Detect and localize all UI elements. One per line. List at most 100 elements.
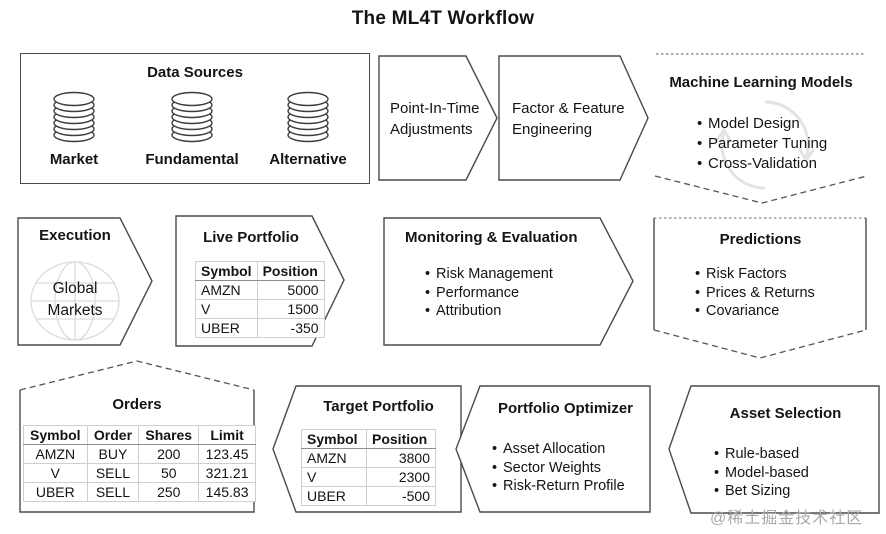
cell-position: -350 [256, 318, 325, 338]
table-row: V SELL 50 321.21 [23, 463, 256, 483]
table-row: AMZN 5000 [195, 280, 325, 300]
bullet-item: Bet Sizing [714, 482, 809, 501]
column-header: Symbol [195, 261, 258, 281]
database-icon [171, 91, 213, 143]
node-monitoring-evaluation: Monitoring & Evaluation Risk Management … [383, 217, 634, 346]
table-row: V 1500 [195, 299, 325, 319]
table-header-row: Symbol Position [301, 429, 436, 449]
data-source-label: Alternative [269, 151, 347, 168]
live-portfolio-title: Live Portfolio [203, 229, 299, 246]
data-source-alternative: Alternative [253, 90, 363, 168]
database-icon [287, 91, 329, 143]
node-portfolio-optimizer: Portfolio Optimizer Asset Allocation Sec… [455, 385, 651, 513]
database-icon [53, 91, 95, 143]
cell-limit: 123.45 [198, 444, 256, 464]
monitoring-title: Monitoring & Evaluation [405, 229, 578, 246]
globe-icon [30, 261, 120, 341]
bullet-item: Prices & Returns [695, 284, 815, 303]
target-portfolio-table: Symbol Position AMZN 3800 V 2300 UBER -5… [301, 429, 436, 506]
global-markets-label: Global [52, 280, 98, 297]
cell-symbol: UBER [195, 318, 258, 338]
bullet-item: Model-based [714, 464, 809, 483]
table-header-row: Symbol Order Shares Limit [23, 425, 256, 445]
live-portfolio-table: Symbol Position AMZN 5000 V 1500 UBER -3… [195, 261, 325, 338]
table-row: V 2300 [301, 467, 436, 487]
cell-shares: 50 [138, 463, 200, 483]
cell-order: SELL [86, 463, 140, 483]
bullet-item: Performance [425, 284, 553, 303]
table-row: UBER -350 [195, 318, 325, 338]
bullet-item: Sector Weights [492, 459, 625, 478]
bullet-item: Rule-based [714, 445, 809, 464]
column-header: Position [366, 429, 436, 449]
ml-models-title: Machine Learning Models [669, 74, 853, 91]
orders-title: Orders [112, 396, 162, 413]
cell-limit: 321.21 [198, 463, 256, 483]
table-row: UBER SELL 250 145.83 [23, 482, 256, 502]
table-header-row: Symbol Position [195, 261, 325, 281]
data-source-label: Fundamental [145, 151, 239, 168]
orders-table: Symbol Order Shares Limit AMZN BUY 200 1… [23, 425, 256, 502]
cell-order: BUY [86, 444, 140, 464]
node-point-in-time-adjustments: Point-In-Time Adjustments [378, 55, 499, 181]
cell-symbol: UBER [301, 486, 367, 506]
column-header: Symbol [23, 425, 88, 445]
cell-symbol: V [23, 463, 88, 483]
cell-limit: 145.83 [198, 482, 256, 502]
cell-position: 2300 [366, 467, 436, 487]
node-asset-selection: Asset Selection Rule-based Model-based B… [668, 385, 880, 514]
bullet-item: Covariance [695, 302, 815, 321]
cell-position: 3800 [366, 448, 436, 468]
node-factor-feature-engineering: Factor & Feature Engineering [498, 55, 649, 181]
watermark: @稀土掘金技术社区 [710, 510, 864, 527]
bullet-item: Model Design [697, 114, 827, 134]
table-row: AMZN BUY 200 123.45 [23, 444, 256, 464]
bullet-item: Cross-Validation [697, 154, 827, 174]
cell-shares: 200 [138, 444, 200, 464]
column-header: Position [256, 261, 325, 281]
cell-symbol: AMZN [195, 280, 258, 300]
node-label-line: Point-In-Time [390, 100, 480, 117]
data-source-fundamental: Fundamental [137, 90, 247, 168]
bullet-item: Risk Factors [695, 265, 815, 284]
asset-selection-title: Asset Selection [729, 405, 842, 422]
bullet-item: Risk Management [425, 265, 553, 284]
column-header: Symbol [301, 429, 367, 449]
bullet-item: Asset Allocation [492, 440, 625, 459]
node-label-line: Adjustments [390, 121, 473, 138]
cell-symbol: AMZN [301, 448, 367, 468]
column-header: Limit [198, 425, 256, 445]
bullet-item: Parameter Tuning [697, 134, 827, 154]
predictions-title: Predictions [719, 231, 802, 248]
page-title: The ML4T Workflow [351, 8, 535, 29]
node-execution: Execution Global Markets [17, 217, 153, 346]
node-label-line: Engineering [512, 121, 593, 138]
cell-symbol: AMZN [23, 444, 88, 464]
cell-position: 1500 [256, 299, 325, 319]
column-header: Order [86, 425, 140, 445]
target-portfolio-title: Target Portfolio [323, 398, 434, 415]
node-predictions: Predictions Risk Factors Prices & Return… [653, 217, 868, 362]
column-header: Shares [138, 425, 200, 445]
cell-symbol: UBER [23, 482, 88, 502]
bullet-item: Attribution [425, 302, 553, 321]
execution-title: Execution [39, 227, 111, 244]
node-live-portfolio: Live Portfolio Symbol Position AMZN 5000… [175, 215, 346, 347]
cell-shares: 250 [138, 482, 200, 502]
data-sources-title: Data Sources [147, 64, 243, 81]
node-orders: Orders Symbol Order Shares Limit AMZN BU… [18, 358, 256, 514]
node-data-sources: Data Sources Market [20, 53, 370, 184]
bullet-item: Risk-Return Profile [492, 477, 625, 496]
data-source-market: Market [19, 90, 129, 168]
data-source-label: Market [49, 151, 99, 168]
cell-symbol: V [301, 467, 367, 487]
portfolio-optimizer-title: Portfolio Optimizer [498, 400, 633, 417]
cell-position: -500 [366, 486, 436, 506]
global-markets-label: Markets [47, 302, 103, 319]
node-target-portfolio: Target Portfolio Symbol Position AMZN 38… [272, 385, 463, 513]
cell-position: 5000 [256, 280, 325, 300]
cell-order: SELL [86, 482, 140, 502]
node-machine-learning-models: Machine Learning Models Model Design Par… [653, 48, 869, 208]
cell-symbol: V [195, 299, 258, 319]
